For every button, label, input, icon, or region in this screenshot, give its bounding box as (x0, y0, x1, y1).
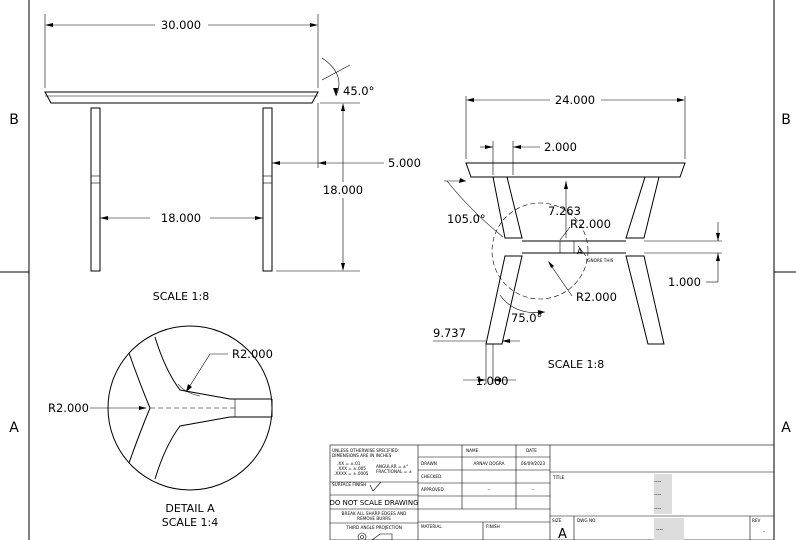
tb-checked-date: -- (531, 487, 535, 492)
tb-tolerance-line-5: .XXXX = ±.0005 (334, 471, 369, 476)
front-leg-right (262, 107, 273, 272)
zone-label-right-a: A (781, 420, 791, 436)
side-note-ignore: IGNORE THIS (586, 258, 614, 263)
tb-tolerance-line-3: .XX = ±.01 (337, 461, 361, 466)
tb-angular: ANGULAR = ±° (376, 464, 408, 469)
tb-finish-label: FINISH (486, 524, 500, 529)
side-view: A 24.000 2.000 105.0° 7.263 R2.000 IGNOR… (433, 93, 722, 388)
front-dim-angle: 45.0° (343, 84, 374, 98)
zone-label-right-b: B (781, 112, 791, 128)
side-dim-angle-top: 105.0° (447, 212, 486, 226)
front-tabletop (44, 91, 319, 104)
tb-row-drawn: DRAWN (421, 461, 437, 466)
tb-col-date: DATE (526, 448, 537, 453)
side-dim-foot: 1.000 (476, 374, 509, 388)
zone-label-left-b: B (9, 112, 19, 128)
tb-checked-name: -- (487, 487, 491, 492)
detail-title: DETAIL A (165, 502, 215, 515)
third-angle-projection-icon (357, 532, 393, 540)
tb-tolerance-line-1: UNLESS OTHERWISE SPECIFIED: (332, 448, 399, 453)
tb-col-name: NAME (466, 448, 479, 453)
side-dim-inset: 2.000 (544, 140, 577, 154)
surface-finish-icon (369, 481, 382, 492)
tb-row-checked: CHECKED (421, 474, 441, 479)
tb-material-label: MATERIAL (421, 524, 442, 529)
tb-tolerance-line-2: DIMENSIONS ARE IN INCHES (332, 453, 392, 458)
side-leg-upper-left (492, 176, 523, 239)
front-view: 30.000 45.0° 5.000 18.000 18.000 SCALE 1… (44, 14, 421, 303)
detail-dim-radius-left: R2.000 (48, 401, 89, 415)
side-leg-lower-left (485, 255, 523, 345)
front-dim-leg-span: 18.000 (161, 211, 201, 225)
detail-scale-label: SCALE 1:4 (162, 516, 218, 529)
detail-a-marker: A (577, 247, 583, 256)
side-dim-radius-bottom: R2.000 (576, 290, 617, 304)
tb-title-label: TITLE (552, 475, 565, 480)
tb-row-approved: APPROVED (421, 487, 444, 492)
side-dim-width: 24.000 (555, 93, 595, 107)
tb-dwg-label: DWG NO. (577, 518, 597, 523)
detail-a-callout-circle (491, 202, 589, 300)
tb-break-edges-1: BREAK ALL SHARP EDGES AND (342, 511, 407, 516)
tb-tolerance-line-4: .XXX = ±.005 (337, 466, 366, 471)
tb-placeholder-1: ---- (654, 479, 661, 485)
side-dim-angle-bottom: 75.0° (511, 311, 542, 325)
detail-a-view: R2.000 R2.000 DETAIL A SCALE 1:4 (48, 325, 273, 529)
tb-dwg-value: ---- (656, 527, 663, 533)
tb-drawn-date: 06/09/2023 (521, 461, 545, 466)
tb-rev-label: REV (752, 518, 761, 523)
side-dim-height: 1.000 (668, 275, 701, 289)
side-dim-offset: 9.737 (433, 326, 466, 340)
tb-placeholder-3: ---- (654, 506, 661, 512)
side-dim-length: 7.263 (548, 204, 581, 218)
tb-fractional: FRACTIONAL = ± (376, 469, 412, 474)
side-tabletop (465, 162, 686, 178)
zone-label-left-a: A (9, 420, 19, 436)
front-dim-width: 30.000 (161, 18, 201, 32)
front-dim-height: 18.000 (323, 183, 363, 197)
title-block: UNLESS OTHERWISE SPECIFIED: DIMENSIONS A… (329, 444, 775, 540)
tb-drawn-name: ARNAV DOGRA (473, 461, 504, 466)
front-leg-left (90, 107, 101, 272)
front-scale-label: SCALE 1:8 (153, 290, 209, 303)
tb-surface-finish: SURFACE FINISH (332, 482, 366, 487)
tb-break-edges-2: REMOVE BURRS (357, 516, 391, 521)
tb-do-not-scale: DO NOT SCALE DRAWING (329, 499, 418, 507)
tb-size-value: A (558, 527, 567, 540)
tb-projection: THIRD ANGLE PROJECTION (345, 525, 402, 530)
detail-dim-radius-right: R2.000 (232, 347, 273, 361)
side-leg-lower-right (625, 255, 665, 345)
tb-size-label: SIZE (552, 518, 562, 523)
side-scale-label: SCALE 1:8 (548, 358, 604, 371)
side-leg-upper-right (625, 176, 660, 239)
tb-rev-value: - (763, 529, 765, 535)
front-dim-overhang: 5.000 (388, 156, 421, 170)
tb-placeholder-2: ---- (654, 492, 661, 498)
side-dim-radius-top: R2.000 (570, 217, 611, 231)
